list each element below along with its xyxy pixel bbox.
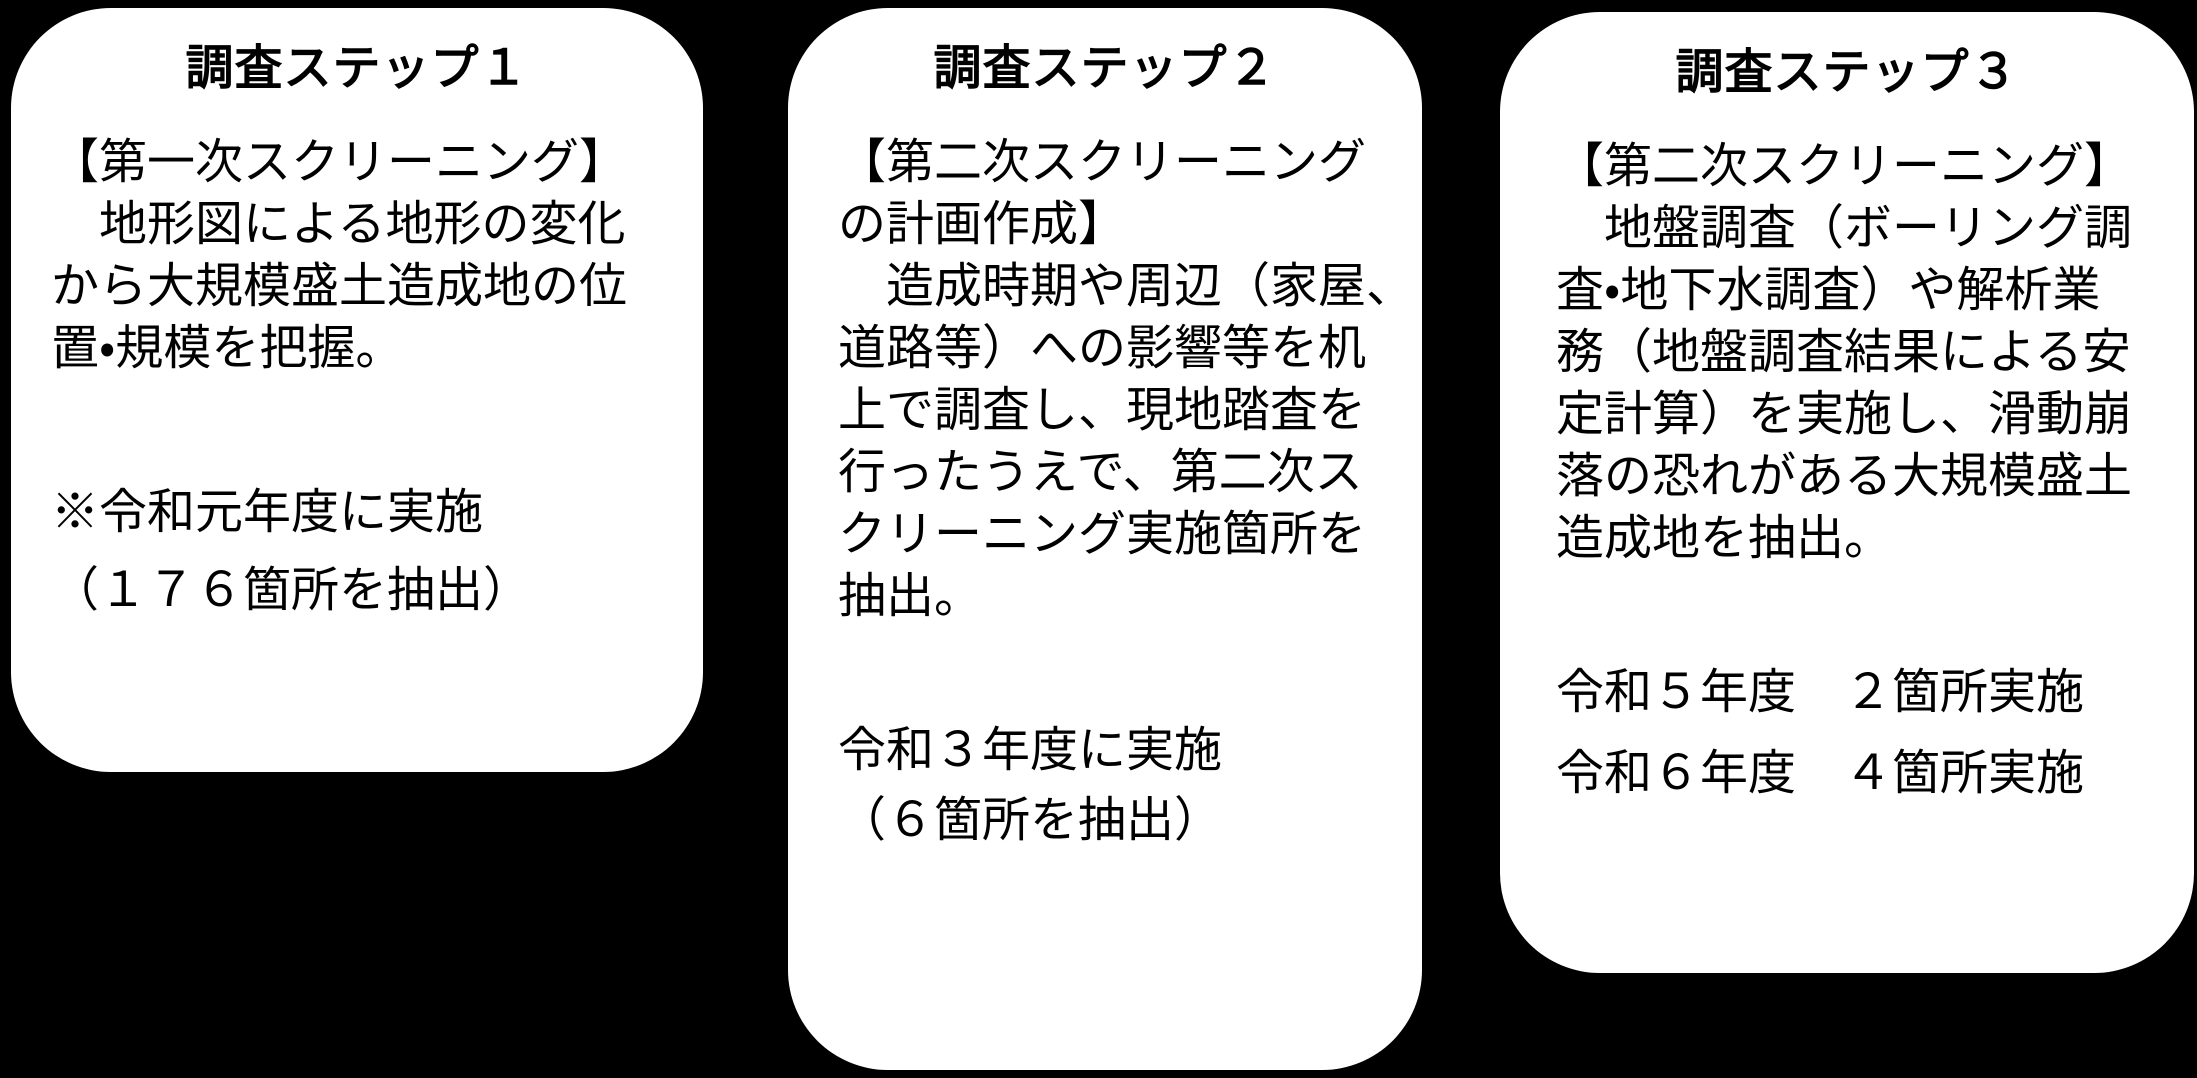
card-2-extracted-count-note: （６箇所を抽出） — [838, 794, 1223, 847]
card-title-step-1: 調査ステップ１ — [185, 42, 529, 95]
card-1-extracted-count-note: （１７６箇所を抽出） — [51, 564, 532, 617]
card-3-fiscal-year-note-r6: 令和６年度 ４箇所実施 — [1556, 747, 2085, 800]
card-title-step-3: 調査ステップ３ — [1675, 46, 2019, 99]
card-3-screening-heading: 【第二次スクリーニング】 — [1556, 140, 2133, 193]
card-1-screening-heading: 【第一次スクリーニング】 — [51, 136, 628, 189]
survey-step-card-2: 調査ステップ２ 【第二次スクリーニング の計画作成】 造成時期や周辺（家屋、 道… — [788, 8, 1422, 1070]
card-3-description: 地盤調査（ボーリング調 査・地下水調査）や解析業 務（地盤調査結果による安 定計… — [1556, 202, 2133, 565]
card-1-description: 地形図による地形の変化 から大規模盛土造成地の位 置・規模を把握。 — [51, 198, 628, 375]
card-title-step-2: 調査ステップ２ — [933, 42, 1277, 95]
card-2-screening-heading: 【第二次スクリーニング の計画作成】 — [838, 136, 1367, 251]
card-1-fiscal-year-note: ※令和元年度に実施 — [51, 486, 484, 539]
survey-step-card-1: 調査ステップ１ 【第一次スクリーニング】 地形図による地形の変化 から大規模盛土… — [11, 8, 703, 772]
card-2-fiscal-year-note: 令和３年度に実施 — [838, 724, 1223, 777]
survey-step-card-3: 調査ステップ３ 【第二次スクリーニング】 地盤調査（ボーリング調 査・地下水調査… — [1500, 12, 2194, 973]
card-2-description: 造成時期や周辺（家屋、 道路等）への影響等を机 上で調査し、現地踏査を 行ったう… — [838, 260, 1415, 623]
card-3-fiscal-year-note-r5: 令和５年度 ２箇所実施 — [1556, 666, 2085, 719]
